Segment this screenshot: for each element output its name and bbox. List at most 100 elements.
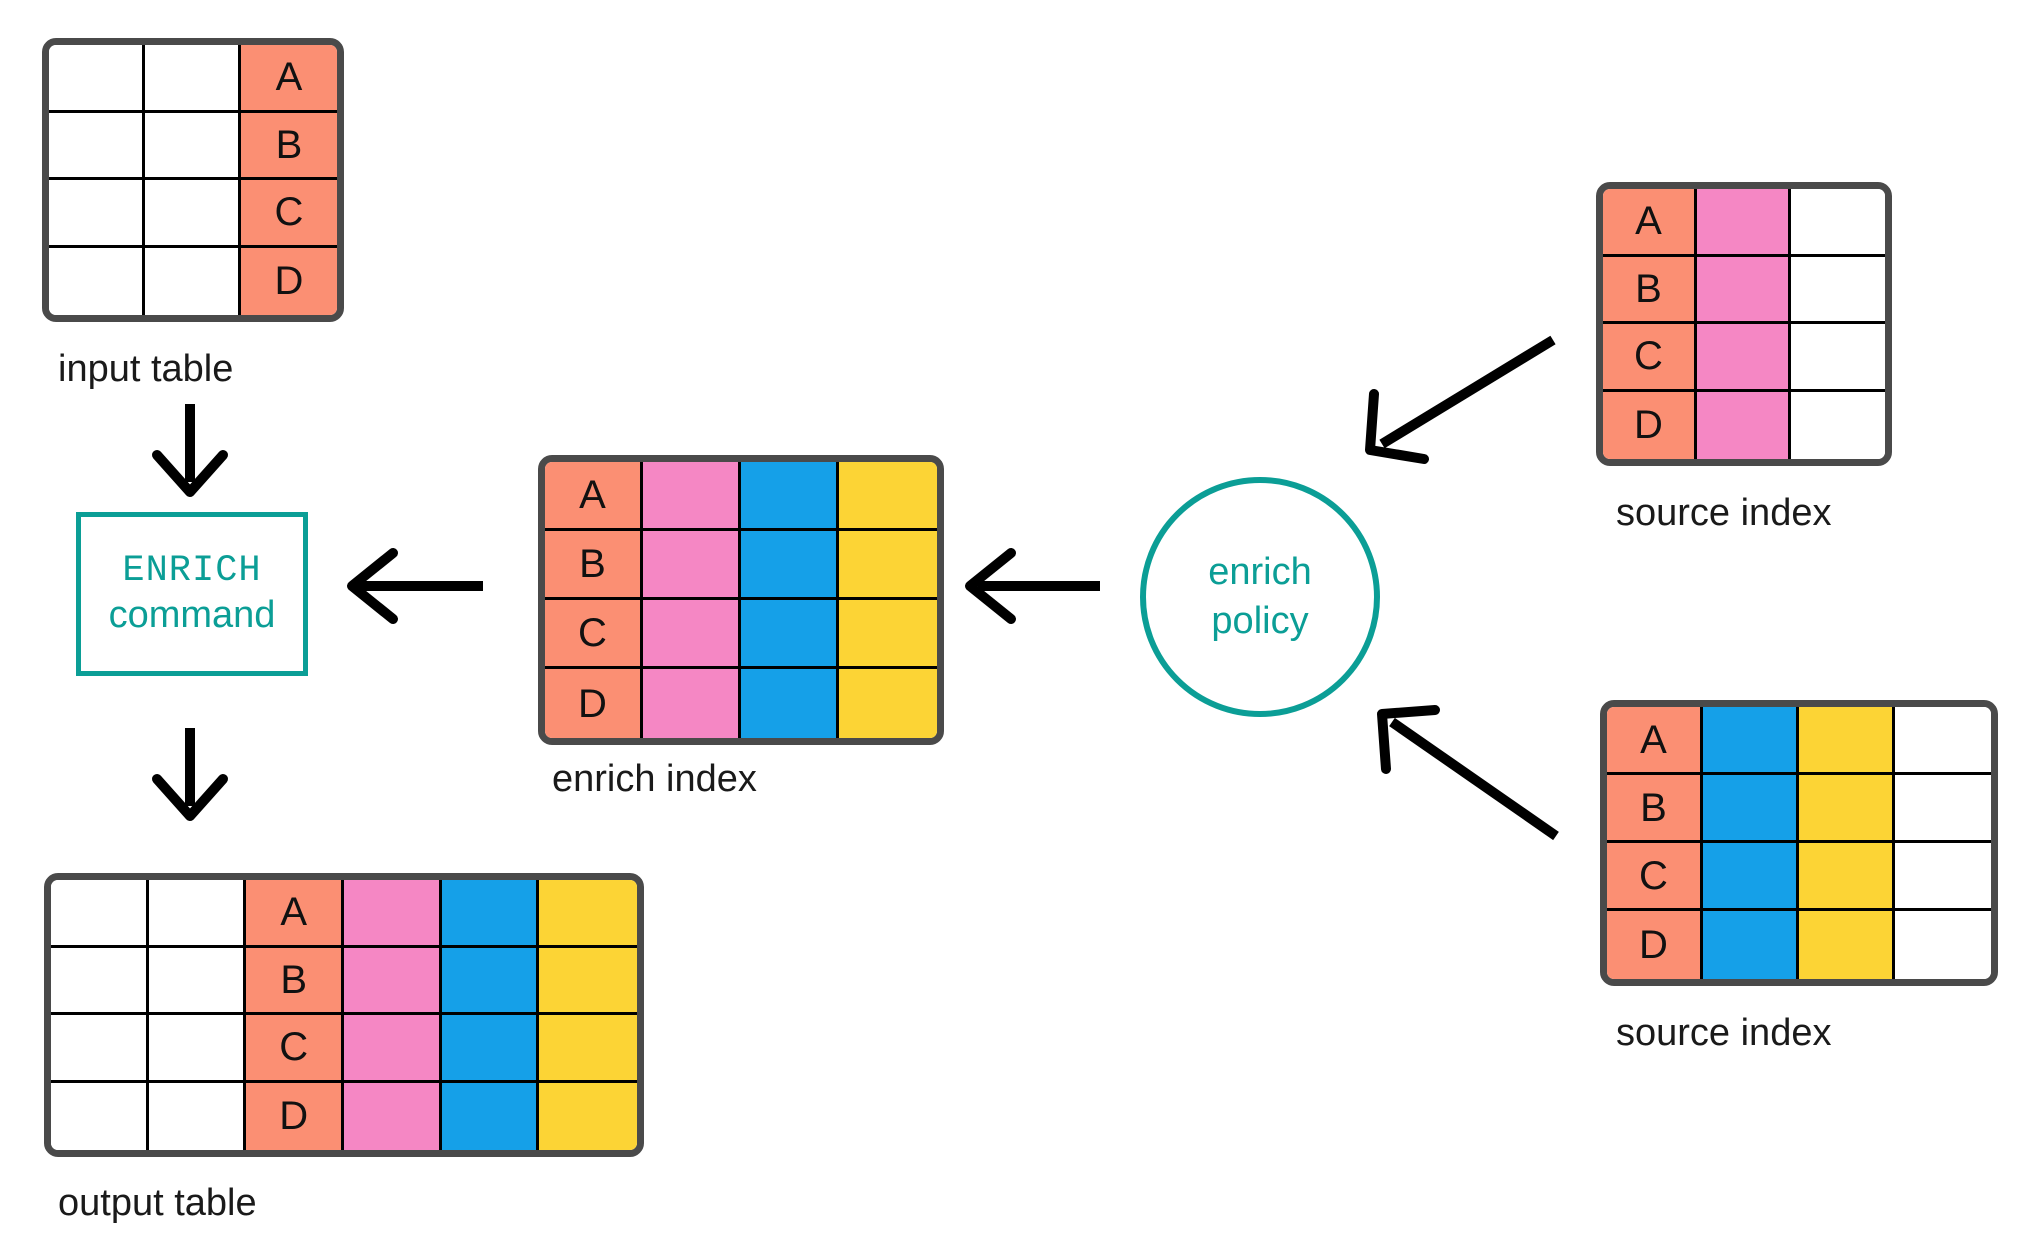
cell-white bbox=[145, 112, 241, 180]
cell-white bbox=[49, 45, 145, 113]
source-index-bottom-caption: source index bbox=[1616, 1012, 1832, 1054]
cell-white bbox=[1791, 324, 1885, 392]
cell-key-D: D bbox=[545, 669, 643, 738]
cell-white bbox=[51, 1015, 149, 1083]
cell-key-B: B bbox=[1607, 775, 1703, 843]
cell-white bbox=[49, 112, 145, 180]
cell-blue bbox=[441, 1015, 540, 1083]
arrow-source-index-bottom-to-policy bbox=[1377, 705, 1559, 841]
cell-key-B: B bbox=[241, 112, 337, 180]
cell-pink bbox=[643, 600, 741, 669]
output-table-caption: output table bbox=[58, 1182, 257, 1224]
cell-white bbox=[148, 1082, 247, 1150]
cell-white bbox=[51, 1082, 149, 1150]
cell-key-C: C bbox=[241, 180, 337, 248]
cell-white bbox=[1791, 391, 1885, 459]
arrow-source-index-top-to-policy bbox=[1365, 335, 1556, 464]
cell-pink bbox=[343, 1015, 442, 1083]
cell-key-A: A bbox=[545, 462, 643, 531]
input-table-caption: input table bbox=[58, 348, 234, 390]
cell-white bbox=[145, 247, 241, 315]
cell-white bbox=[1791, 189, 1885, 257]
cell-white bbox=[49, 247, 145, 315]
enrich-index-caption: enrich index bbox=[552, 758, 757, 800]
cell-key-C: C bbox=[1603, 324, 1697, 392]
enrich-policy-line1: enrich bbox=[1208, 550, 1312, 593]
cell-pink bbox=[1697, 189, 1791, 257]
enrich-command-box[interactable]: ENRICH command bbox=[76, 512, 308, 676]
cell-yellow bbox=[839, 600, 937, 669]
cell-white bbox=[145, 45, 241, 113]
cell-key-C: C bbox=[545, 600, 643, 669]
cell-pink bbox=[1697, 256, 1791, 324]
cell-pink bbox=[343, 1082, 442, 1150]
cell-blue bbox=[741, 531, 839, 600]
cell-blue bbox=[441, 947, 540, 1015]
cell-key-D: D bbox=[1607, 911, 1703, 979]
enrich-command-label: command bbox=[108, 594, 276, 637]
cell-blue bbox=[741, 669, 839, 738]
cell-white bbox=[51, 880, 149, 948]
cell-yellow bbox=[839, 462, 937, 531]
cell-white bbox=[1895, 707, 1991, 775]
enrich-policy-line2: policy bbox=[1211, 600, 1309, 642]
cell-blue bbox=[1703, 911, 1799, 979]
cell-white bbox=[148, 880, 247, 948]
cell-pink bbox=[343, 880, 442, 948]
cell-white bbox=[1895, 843, 1991, 911]
cell-blue bbox=[441, 1082, 540, 1150]
cell-key-B: B bbox=[545, 531, 643, 600]
cell-key-A: A bbox=[241, 45, 337, 113]
cell-pink bbox=[1697, 324, 1791, 392]
cell-yellow bbox=[539, 947, 637, 1015]
cell-white bbox=[148, 1015, 247, 1083]
cell-yellow bbox=[839, 531, 937, 600]
cell-key-B: B bbox=[246, 947, 344, 1015]
cell-pink bbox=[643, 462, 741, 531]
arrow-policy-to-enrich-index bbox=[965, 548, 1100, 624]
cell-blue bbox=[1703, 843, 1799, 911]
cell-key-D: D bbox=[1603, 391, 1697, 459]
cell-key-C: C bbox=[246, 1015, 344, 1083]
cell-yellow bbox=[539, 880, 637, 948]
cell-white bbox=[1895, 775, 1991, 843]
cell-key-D: D bbox=[246, 1082, 344, 1150]
cell-key-D: D bbox=[241, 247, 337, 315]
cell-yellow bbox=[539, 1015, 637, 1083]
cell-key-A: A bbox=[1603, 189, 1697, 257]
arrow-enrich-index-to-command bbox=[347, 548, 483, 624]
arrow-input-to-command bbox=[152, 404, 228, 497]
cell-white bbox=[145, 180, 241, 248]
cell-white bbox=[148, 947, 247, 1015]
source-index-top-caption: source index bbox=[1616, 492, 1832, 534]
cell-yellow bbox=[539, 1082, 637, 1150]
cell-yellow bbox=[1799, 911, 1895, 979]
cell-key-B: B bbox=[1603, 256, 1697, 324]
enrich-policy-circle[interactable]: enrich policy bbox=[1140, 477, 1380, 717]
cell-key-A: A bbox=[1607, 707, 1703, 775]
arrow-command-to-output bbox=[152, 728, 228, 821]
cell-yellow bbox=[1799, 843, 1895, 911]
cell-pink bbox=[343, 947, 442, 1015]
cell-white bbox=[1895, 911, 1991, 979]
cell-blue bbox=[1703, 775, 1799, 843]
cell-yellow bbox=[1799, 707, 1895, 775]
cell-blue bbox=[741, 462, 839, 531]
cell-yellow bbox=[839, 669, 937, 738]
enrich-command-keyword: ENRICH bbox=[122, 549, 262, 592]
cell-key-A: A bbox=[246, 880, 344, 948]
cell-white bbox=[51, 947, 149, 1015]
cell-key-C: C bbox=[1607, 843, 1703, 911]
cell-yellow bbox=[1799, 775, 1895, 843]
cell-blue bbox=[741, 600, 839, 669]
cell-white bbox=[1791, 256, 1885, 324]
cell-pink bbox=[643, 531, 741, 600]
cell-pink bbox=[643, 669, 741, 738]
cell-blue bbox=[441, 880, 540, 948]
